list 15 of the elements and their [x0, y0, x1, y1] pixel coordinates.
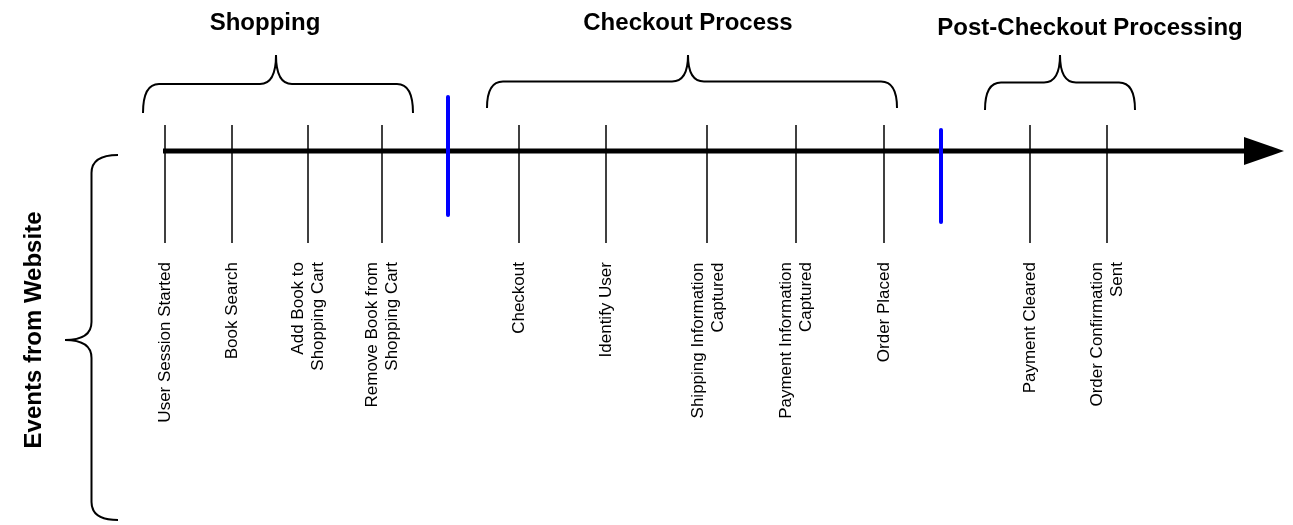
axis-title: Events from Website [21, 211, 45, 449]
event-label: Shipping Information Captured [687, 262, 727, 420]
section-heading: Post-Checkout Processing [937, 15, 1243, 39]
event-label: Payment Cleared [1020, 262, 1040, 396]
event-label: Checkout [509, 262, 529, 336]
event-label: Book Search [222, 262, 242, 362]
event-label: Identify User [596, 262, 616, 360]
section-heading: Shopping [209, 10, 321, 34]
event-label: User Session Started [155, 262, 175, 425]
event-label: Order Placed [874, 262, 894, 365]
event-label: Order Confirmation Sent [1087, 262, 1127, 409]
section-heading: Checkout Process [583, 10, 793, 34]
event-label: Remove Book from Shopping Cart [362, 262, 402, 410]
event-label: Add Book to Shopping Cart [288, 262, 328, 373]
event-label: Payment Information Captured [776, 262, 816, 421]
